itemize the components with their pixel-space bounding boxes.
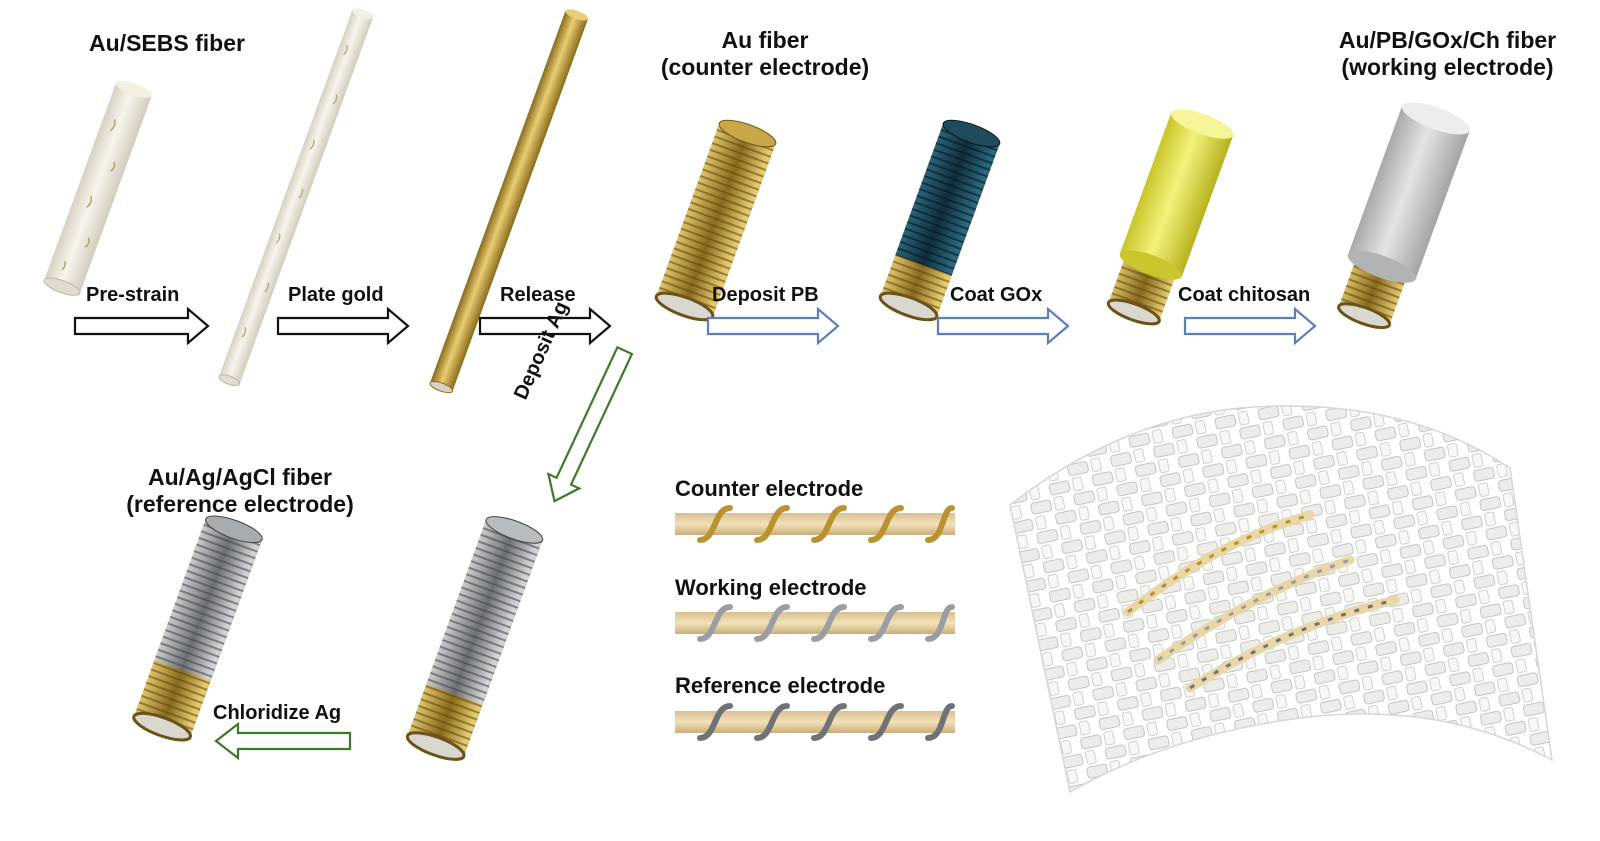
woven-textile-with-electrodes	[1009, 405, 1553, 794]
title-working-electrode-fiber: Au/PB/GOx/Ch fiber (working electrode)	[1300, 27, 1595, 81]
au-fiber-counter	[654, 119, 777, 322]
arrow-release	[478, 306, 612, 346]
legend-reference-strip	[675, 703, 955, 741]
title-reference-line1: Au/Ag/AgCl fiber	[148, 464, 332, 490]
ag-deposited-fiber	[405, 516, 544, 761]
step-label-release: Release	[500, 284, 576, 306]
arrow-deposit-pb	[706, 306, 840, 346]
au-ag-agcl-fiber-reference	[132, 515, 263, 742]
au-sebs-fiber	[43, 80, 152, 296]
legend-working-strip	[675, 604, 955, 642]
title-working-line1: Au/PB/GOx/Ch fiber	[1338, 27, 1557, 53]
arrow-pre-strain	[73, 306, 210, 346]
legend-counter-strip	[675, 505, 955, 543]
arrow-chloridize-ag	[214, 721, 352, 761]
legend-label-counter: Counter electrode	[675, 476, 864, 501]
pre-strained-fiber	[218, 8, 374, 387]
title-reference-line2: (reference electrode)	[126, 491, 354, 517]
arrow-coat-gox	[936, 306, 1070, 346]
gox-coated-fiber	[1106, 109, 1234, 326]
step-label-coat-chitosan: Coat chitosan	[1178, 284, 1311, 306]
step-label-plate-gold: Plate gold	[288, 284, 384, 306]
title-au-fiber-line2: (counter electrode)	[660, 54, 870, 80]
step-label-chloridize-ag: Chloridize Ag	[213, 702, 342, 724]
title-au-sebs-fiber: Au/SEBS fiber	[72, 30, 262, 57]
title-au-fiber-line1: Au fiber	[721, 27, 809, 53]
step-label-coat-gox: Coat GOx	[950, 284, 1043, 306]
arrow-plate-gold	[276, 306, 410, 346]
legend-label-reference: Reference electrode	[675, 673, 886, 698]
chitosan-coated-fiber	[1337, 102, 1470, 330]
title-reference-electrode-fiber: Au/Ag/AgCl fiber (reference electrode)	[95, 464, 385, 518]
legend-label-working: Working electrode	[675, 575, 867, 600]
title-au-sebs-text: Au/SEBS fiber	[89, 30, 245, 56]
arrow-coat-chitosan	[1183, 306, 1317, 346]
step-label-pre-strain: Pre-strain	[86, 284, 180, 306]
gold-plated-fiber	[429, 9, 589, 394]
pb-coated-fiber	[878, 119, 1001, 322]
title-au-fiber-counter-electrode: Au fiber (counter electrode)	[640, 27, 890, 81]
title-working-line2: (working electrode)	[1341, 54, 1554, 80]
step-label-deposit-pb: Deposit PB	[712, 284, 819, 306]
arrow-deposit-ag	[546, 345, 634, 503]
